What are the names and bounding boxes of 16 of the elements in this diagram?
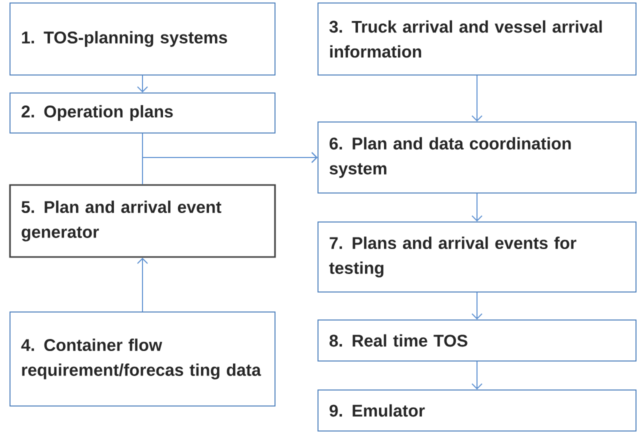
arrow <box>137 258 148 312</box>
arrow <box>137 75 148 92</box>
process-box: 1. TOS-planning systems <box>10 2 276 76</box>
generator-box: 5. Plan and arrival event generator <box>9 184 276 258</box>
arrow <box>472 193 482 222</box>
process-box: 6. Plan and data coordination system <box>318 122 636 194</box>
arrow <box>472 292 482 320</box>
arrow <box>142 152 318 185</box>
process-box: 2. Operation plans <box>10 92 276 134</box>
process-box: 3. Truck arrival and vessel arrival information <box>318 2 636 76</box>
process-box: 7. Plans and arrival events for testing <box>318 222 636 292</box>
process-box: 9. Emulator <box>318 390 636 432</box>
arrow <box>472 361 482 390</box>
process-box: 4. Container flow requirement/forecas ting data <box>10 312 276 406</box>
process-box: 8. Real time TOS <box>318 320 636 362</box>
arrow <box>472 75 482 122</box>
